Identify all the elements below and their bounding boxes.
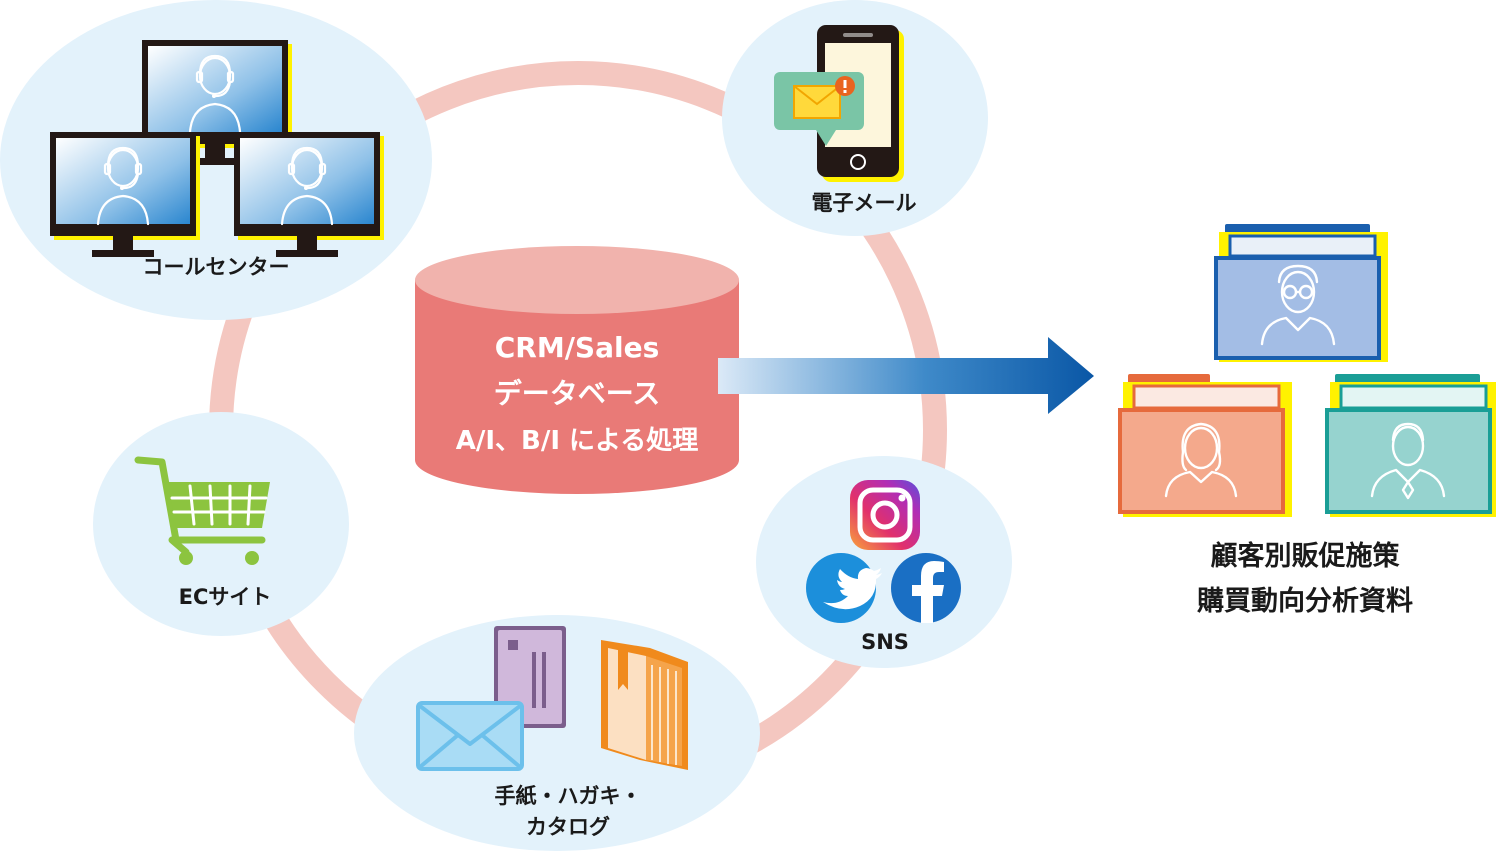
call-center-label: コールセンター <box>143 255 290 279</box>
ec-site-label: ECサイト <box>179 585 272 609</box>
operator-monitor-icon <box>44 130 200 259</box>
operator-monitor-icon <box>228 130 384 259</box>
customer-folder-icon <box>1214 224 1388 362</box>
mail-label-line1: 手紙・ハガキ・ <box>495 784 642 808</box>
database-title: CRM/Sales <box>495 331 660 364</box>
output-line2: 購買動向分析資料 <box>1197 585 1413 617</box>
crm-database-cylinder <box>415 246 739 494</box>
email-label: 電子メール <box>812 191 917 215</box>
envelope-icon <box>416 701 524 771</box>
sns-label: SNS <box>861 630 909 654</box>
database-subtitle: データベース <box>494 377 661 410</box>
output-arrow <box>718 337 1094 414</box>
twitter-icon <box>806 553 882 623</box>
envelope-icon <box>774 72 864 146</box>
catalog-book-icon <box>601 640 688 770</box>
mail-label-line2: カタログ <box>526 815 610 839</box>
customer-folder-icon <box>1325 374 1496 517</box>
instagram-icon <box>850 480 920 550</box>
facebook-icon <box>891 553 961 623</box>
operator-monitor-icon <box>136 38 292 167</box>
database-processing: A/I、B/I による処理 <box>456 426 699 456</box>
customer-folder-icon <box>1118 374 1292 517</box>
output-line1: 顧客別販促施策 <box>1211 540 1401 572</box>
shopping-cart-icon <box>134 456 270 565</box>
